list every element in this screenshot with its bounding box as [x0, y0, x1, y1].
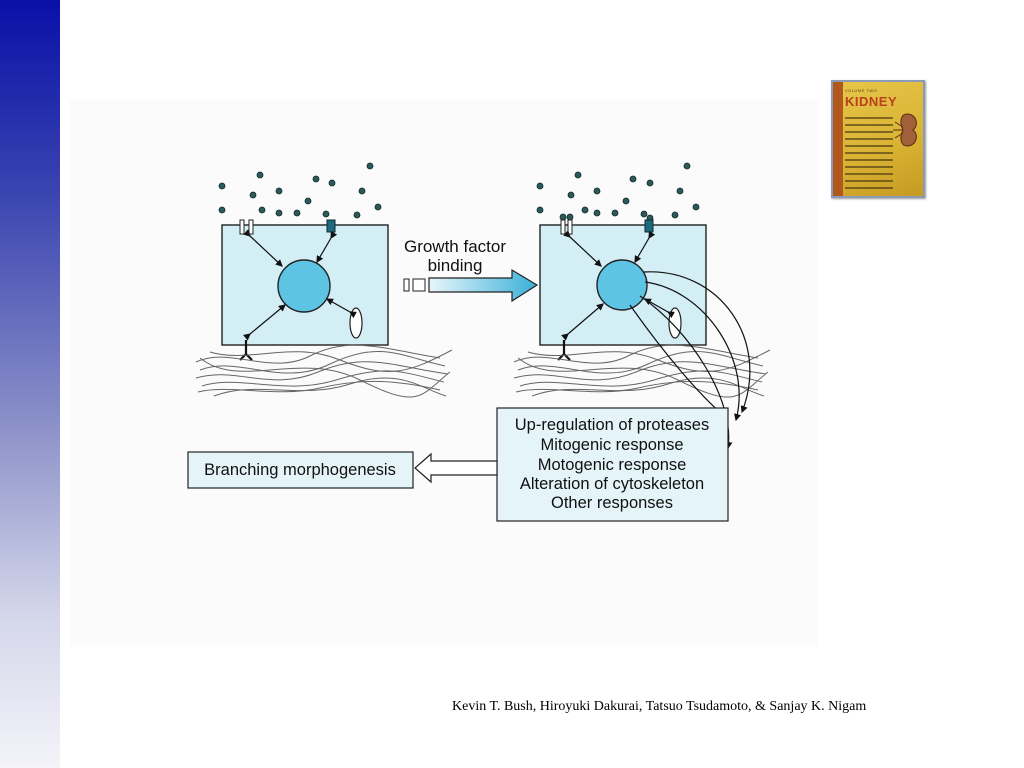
right-nucleus [596, 259, 648, 311]
left-signal-arrows [243, 229, 357, 341]
response-item: Alteration of cytoskeleton [520, 475, 704, 493]
book-spine-band [833, 82, 843, 196]
growth-factor-dot [358, 187, 366, 195]
cellular-responses-box: Up-regulation of proteases Mitogenic res… [496, 407, 729, 522]
book-title: KIDNEY [845, 94, 898, 109]
left-receptor-filled [326, 219, 336, 233]
book-cover-text-lines [845, 112, 893, 194]
responses-box-frame [496, 407, 729, 522]
right-cell-group [513, 162, 771, 450]
growth-factor-dot [304, 197, 312, 205]
signal-arrow [643, 298, 675, 319]
growth-factor-dot [312, 175, 320, 183]
growth-factor-dot [218, 182, 226, 190]
author-credit: Kevin T. Bush, Hiroyuki Dakurai, Tatsuo … [452, 699, 867, 714]
outcome-box: Branching morphogenesis [187, 451, 414, 489]
signal-arrow [325, 298, 357, 319]
signal-arrow [243, 304, 286, 341]
left-growth-factors [218, 162, 382, 219]
response-item: Up-regulation of proteases [515, 416, 709, 434]
growth-factor-dot [683, 162, 691, 170]
growth-factor-dot [293, 209, 301, 217]
growth-factor-dot [640, 210, 648, 218]
right-receptor-bound-a [560, 219, 566, 235]
growth-factor-dot [536, 182, 544, 190]
growth-factor-dot [366, 162, 374, 170]
growth-factor-dot [574, 171, 582, 179]
growth-factor-dot [218, 206, 226, 214]
response-curve [644, 281, 742, 422]
left-vesicle [349, 307, 363, 339]
growth-factor-dot [646, 179, 654, 187]
bound-growth-factor [559, 213, 567, 221]
left-cell-group [195, 162, 453, 398]
left-integrin [239, 340, 253, 361]
response-item: Other responses [551, 494, 673, 512]
signal-arrow [634, 231, 656, 264]
growth-factor-binding-arrow [428, 268, 539, 303]
growth-factor-dot [275, 209, 283, 217]
right-matrix-fibers [513, 344, 771, 398]
left-receptor-open-a [239, 219, 245, 235]
growth-factor-dot [611, 209, 619, 217]
growth-factor-dot [593, 187, 601, 195]
response-curve [643, 271, 751, 414]
growth-factor-dot [322, 210, 330, 218]
growth-factor-dot [353, 211, 361, 219]
growth-factor-dot [374, 203, 382, 211]
unbound-receptor-icon-a [403, 278, 410, 292]
book-volume-label: VOLUME TWO [845, 88, 878, 93]
growth-factor-dot [275, 187, 283, 195]
outcome-box-frame [187, 451, 414, 489]
sidebar-gradient-bar [0, 0, 60, 768]
growth-factor-dot [622, 197, 630, 205]
growth-factor-dot [581, 206, 589, 214]
growth-factor-dot [249, 191, 257, 199]
growth-factor-dot [567, 191, 575, 199]
response-curve [629, 304, 723, 415]
growth-factor-dot [256, 171, 264, 179]
left-receptor-open-b [248, 219, 254, 235]
left-nucleus [277, 259, 331, 313]
kidney-book-cover: VOLUME TWO KIDNEY [831, 80, 925, 198]
growth-factor-dot [328, 179, 336, 187]
growth-factor-dot [593, 209, 601, 217]
right-signal-arrows [561, 230, 675, 341]
response-item: Mitogenic response [540, 436, 683, 454]
growth-factor-dot [258, 206, 266, 214]
signal-arrow [243, 229, 283, 267]
figure-background [70, 100, 818, 645]
outcome-label: Branching morphogenesis [204, 461, 396, 479]
left-matrix-fibers [195, 344, 453, 398]
signal-arrow [316, 231, 338, 264]
binding-arrow-group: Growth factor binding [403, 237, 539, 303]
right-vesicle [668, 307, 682, 339]
outcome-arrow [414, 452, 498, 484]
arrow-label-line1: Growth factor [404, 237, 506, 256]
growth-factor-dot [629, 175, 637, 183]
signal-arrow [561, 303, 604, 341]
right-receptor-filled [644, 219, 654, 233]
growth-factor-dot [671, 211, 679, 219]
kidney-illustration-icon [893, 113, 917, 147]
signal-arrow [563, 230, 602, 267]
arrow-label-line2: binding [428, 256, 483, 275]
unbound-receptor-icon-b [412, 278, 426, 292]
response-item: Motogenic response [538, 456, 687, 474]
growth-factor-dot [676, 187, 684, 195]
growth-factor-dot [692, 203, 700, 211]
right-growth-factors [536, 162, 700, 222]
right-integrin [557, 340, 571, 361]
bound-growth-factor [566, 213, 574, 221]
right-receptor-bound-b [567, 219, 573, 235]
growth-factor-dot [536, 206, 544, 214]
